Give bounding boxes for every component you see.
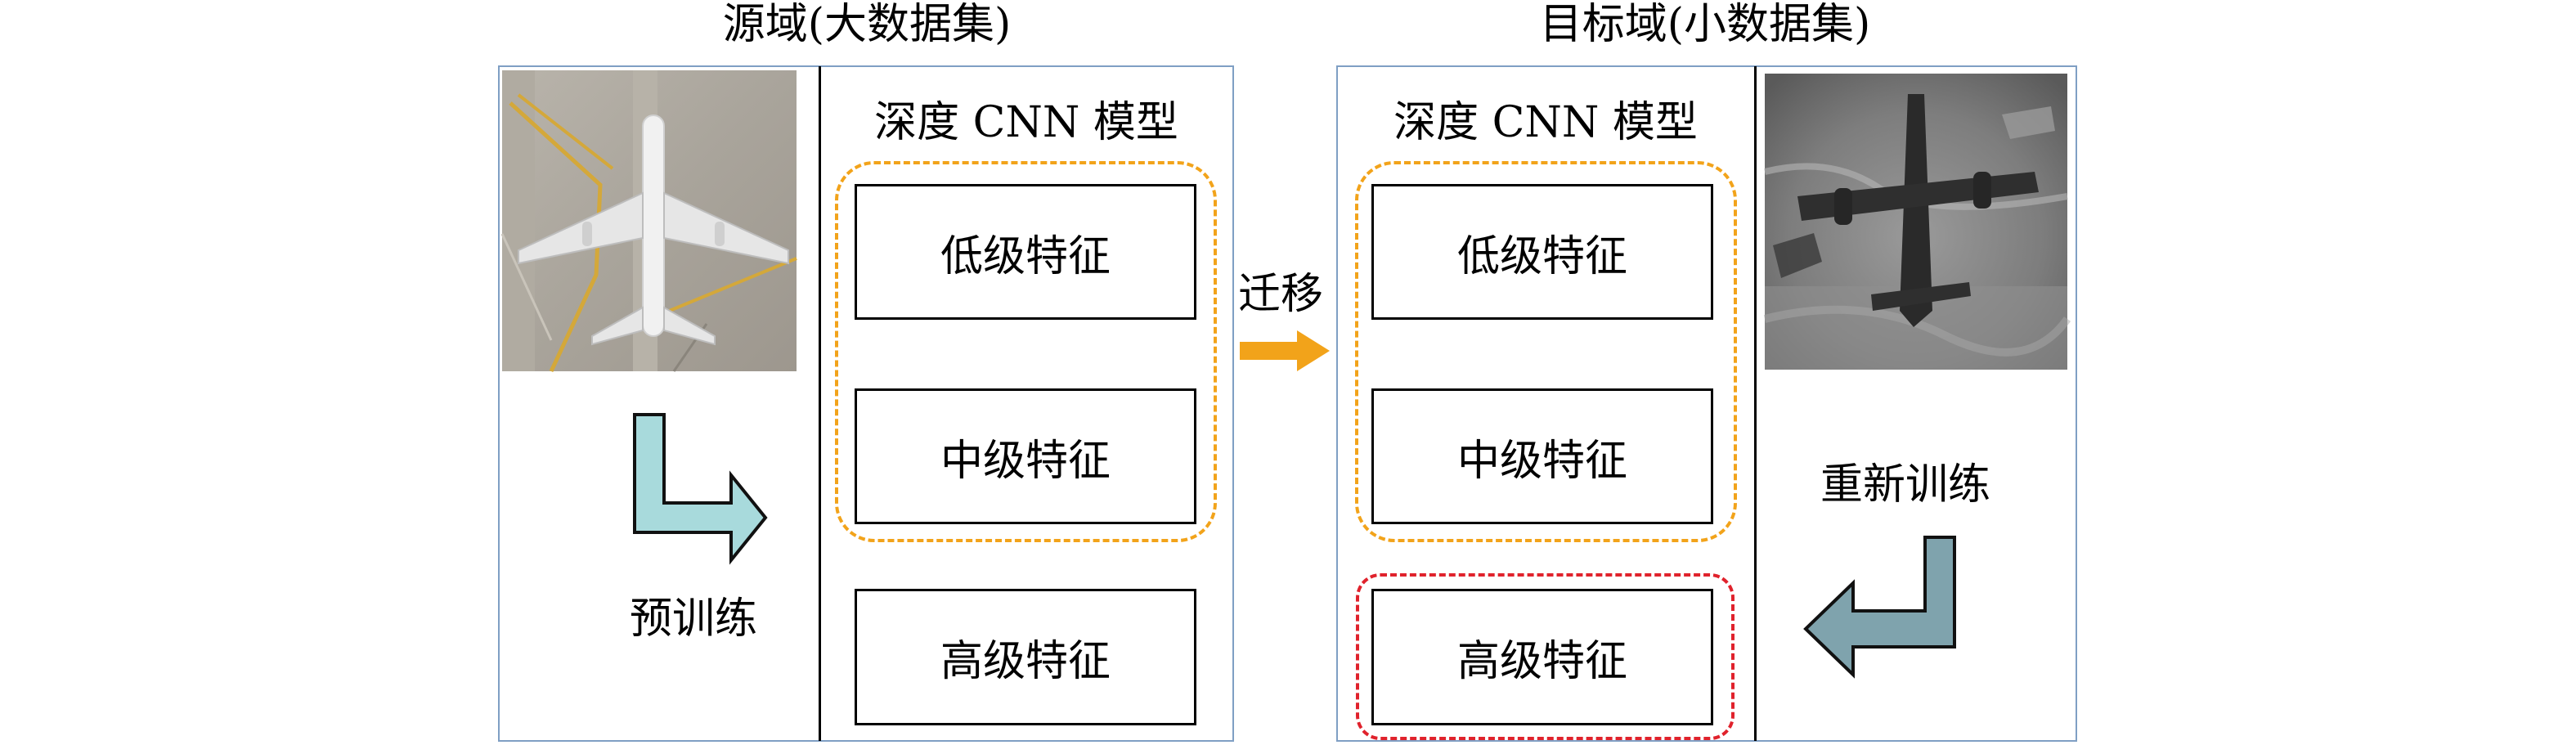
source-panel-divider [819, 66, 821, 741]
retrain-label: 重新训练 [1820, 460, 1991, 509]
source-model-label: 深度 CNN 模型 [874, 98, 1178, 147]
transfer-label: 迁移 [1238, 270, 1324, 319]
aircraft-grayscale-photo [1763, 74, 2071, 370]
source-mid-feature-box: 中级特征 [855, 388, 1196, 524]
target-high-feature-label: 高级特征 [1456, 637, 1627, 686]
target-model-label: 深度 CNN 模型 [1393, 98, 1698, 147]
target-retrain-group [1356, 573, 1735, 740]
target-transfer-group [1355, 161, 1737, 542]
airplane-top-view-photo [500, 70, 797, 373]
target-mid-feature-label: 中级特征 [1456, 436, 1627, 486]
source-low-feature-box: 低级特征 [855, 184, 1196, 320]
target-mid-feature-box: 中级特征 [1371, 388, 1713, 524]
source-high-feature-label: 高级特征 [940, 637, 1111, 686]
pretrain-arrow-icon [633, 413, 768, 565]
transfer-arrow-icon [1240, 330, 1330, 371]
target-low-feature-box: 低级特征 [1371, 184, 1713, 320]
retrain-arrow-icon [1803, 536, 1956, 679]
source-low-feature-label: 低级特征 [940, 231, 1111, 281]
source-transfer-group [835, 161, 1217, 542]
target-low-feature-label: 低级特征 [1456, 231, 1627, 281]
target-high-feature-box: 高级特征 [1371, 589, 1713, 725]
target-panel-divider [1754, 66, 1757, 741]
source-high-feature-box: 高级特征 [855, 589, 1196, 725]
pretrain-label: 预训练 [630, 595, 758, 644]
target-domain-title: 目标域(小数据集) [1539, 0, 1871, 49]
source-mid-feature-label: 中级特征 [940, 436, 1111, 486]
source-domain-title: 源域(大数据集) [722, 0, 1012, 49]
